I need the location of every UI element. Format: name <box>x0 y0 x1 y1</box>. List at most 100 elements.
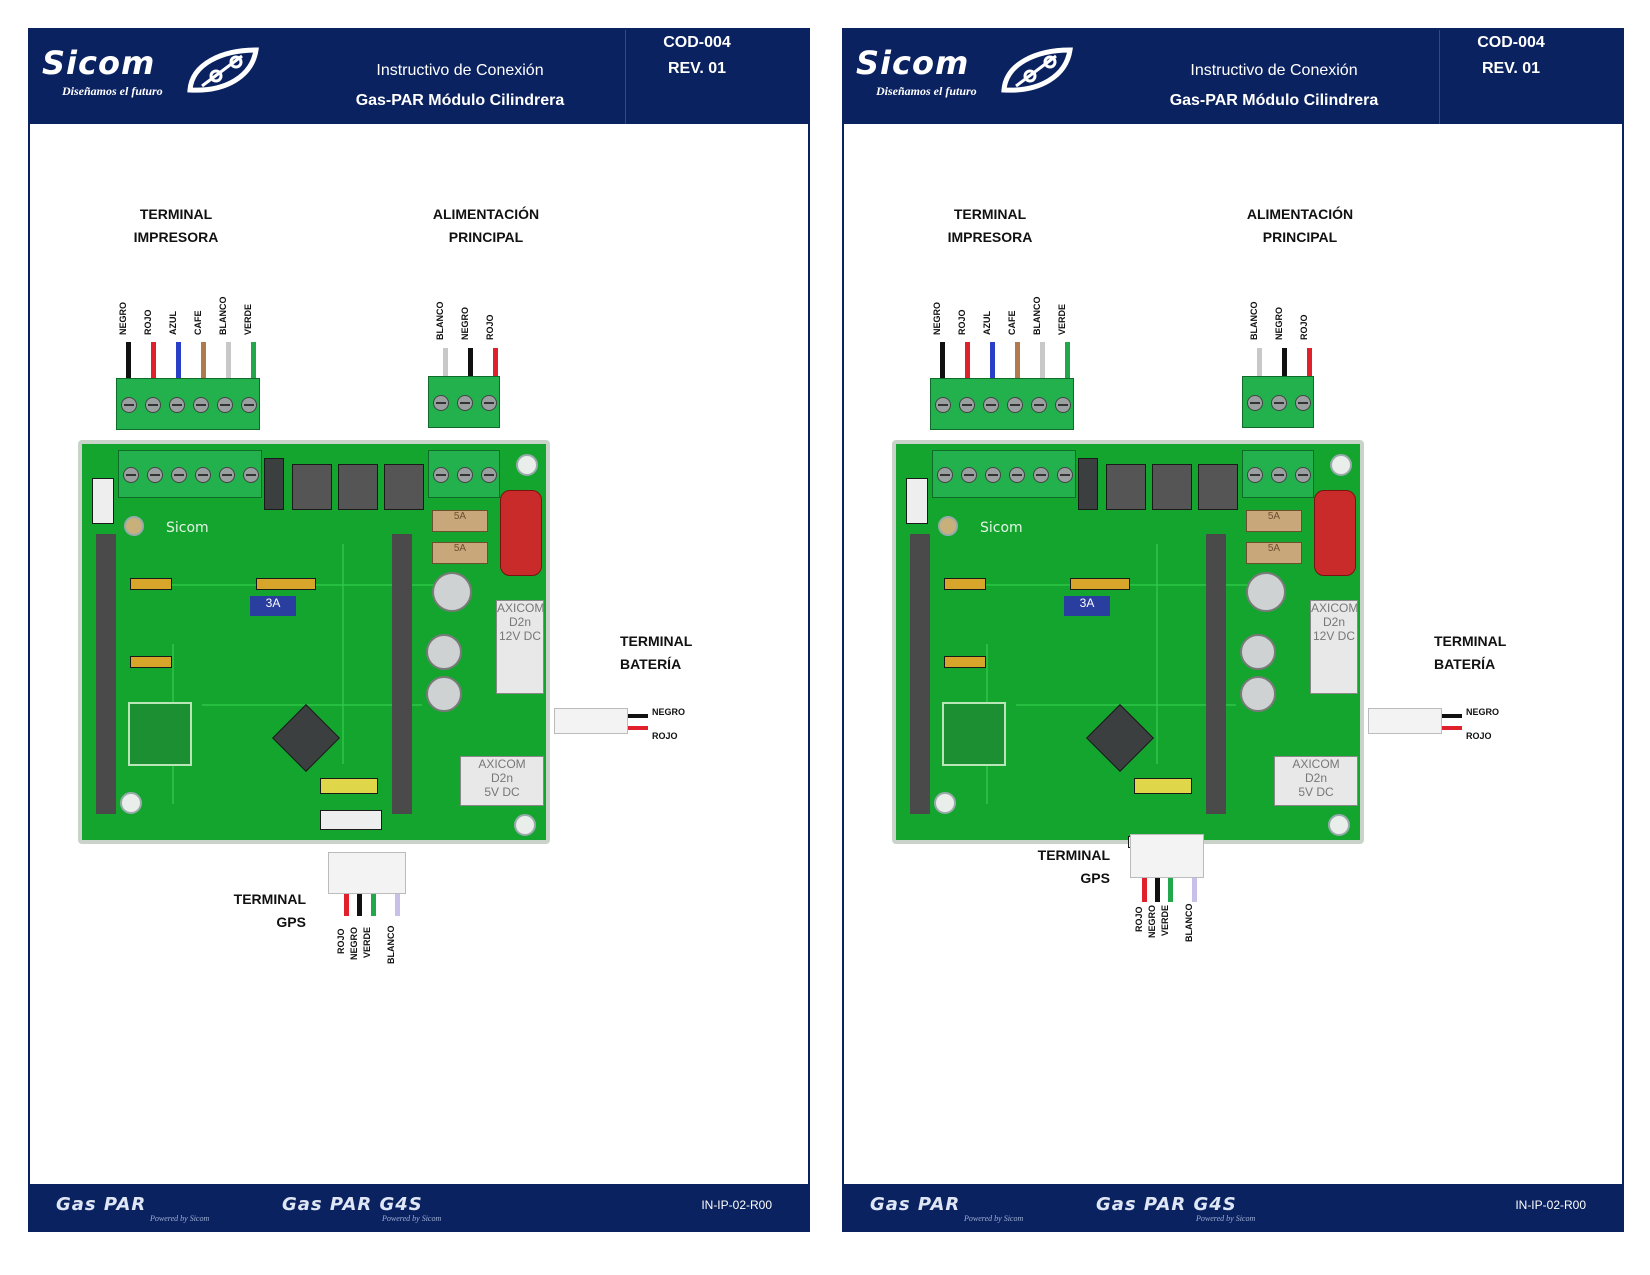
power-label-negro: NEGRO <box>460 306 470 340</box>
battery-label-negro: NEGRO <box>652 707 686 717</box>
printer-terminal-block <box>930 378 1074 430</box>
pcb-brand: Sicom <box>980 520 1023 536</box>
footer-doc-code: IN-IP-02-R00 <box>1515 1198 1586 1212</box>
power-label-blanco: BLANCO <box>435 301 445 341</box>
document-title: Gas-PAR Módulo Cilindrera <box>355 92 565 109</box>
wire-negro <box>126 342 131 380</box>
gaspar-logo: Gas PAR <box>870 1194 961 1215</box>
fuse-5a-1: 5A <box>432 510 488 532</box>
wire-label-azul: AZUL <box>982 311 992 335</box>
gps-wire-verde <box>371 894 376 916</box>
footer: Gas PAR Powered by Sicom Gas PAR G4S Pow… <box>30 1184 808 1230</box>
power-label-rojo: ROJO <box>485 314 495 340</box>
battery-label-rojo: ROJO <box>1466 731 1492 741</box>
gaspar-g4s-logo: Gas PAR G4S <box>282 1194 423 1215</box>
power-label-blanco: BLANCO <box>1249 301 1259 341</box>
page-left: Sicom Diseñamos el futuro Instructivo de… <box>28 28 810 1232</box>
fuse-3a: 3A <box>250 596 296 616</box>
leaf-icon <box>1001 47 1073 93</box>
gps-label-rojo: ROJO <box>336 928 346 954</box>
battery-wire-rojo <box>628 726 648 730</box>
pcb-board: 5A 5A Sicom 3A AXICOM D2n 12V DC AXICOM … <box>78 440 550 844</box>
gps-label-negro: NEGRO <box>349 926 359 960</box>
document-subtitle: Instructivo de Conexión <box>376 62 544 79</box>
document-subtitle: Instructivo de Conexión <box>1190 62 1358 79</box>
wire-label-verde: VERDE <box>1057 303 1067 335</box>
header: Sicom Diseñamos el futuro Instructivo de… <box>30 30 808 124</box>
fuse-3a: 3A <box>1064 596 1110 616</box>
gps-wire-negro <box>357 894 362 916</box>
gps-terminal-label: TERMINAL GPS <box>233 891 306 930</box>
battery-wire-negro <box>628 714 648 718</box>
printer-terminal-label: TERMINAL IMPRESORA <box>947 206 1033 245</box>
wire-label-rojo: ROJO <box>143 309 153 335</box>
wire-azul <box>990 342 995 380</box>
main-power-label: ALIMENTACIÓN PRINCIPAL <box>432 206 540 245</box>
wire-rojo <box>151 342 156 380</box>
battery-terminal-label: TERMINAL BATERÍA <box>620 633 693 672</box>
power-label-rojo: ROJO <box>1299 314 1309 340</box>
power-wire-blanco <box>443 348 448 378</box>
wire-cafe <box>201 342 206 380</box>
gps-terminal-label: TERMINAL GPS <box>1037 847 1110 886</box>
wire-verde <box>251 342 256 380</box>
printer-terminal-block <box>116 378 260 430</box>
gaspar-logo-sub: Powered by Sicom <box>150 1214 210 1223</box>
gaspar-g4s-logo-sub: Powered by Sicom <box>1196 1214 1256 1223</box>
printer-terminal-label: TERMINAL IMPRESORA <box>133 206 219 245</box>
sicom-logo: Sicom Diseñamos el futuro <box>856 44 1076 108</box>
gps-label-verde: VERDE <box>362 926 372 958</box>
revision: REV. 01 <box>1481 60 1541 77</box>
gps-wire-rojo <box>1142 878 1147 902</box>
battery-wire-negro <box>1442 714 1462 718</box>
wire-label-verde: VERDE <box>243 303 253 335</box>
footer: Gas PAR Powered by Sicom Gas PAR G4S Pow… <box>844 1184 1622 1230</box>
code-box: COD-004 REV. 01 <box>625 30 768 124</box>
wire-label-cafe: CAFE <box>193 310 203 336</box>
wire-label-blanco: BLANCO <box>1032 296 1042 336</box>
wire-label-negro: NEGRO <box>932 301 942 335</box>
power-terminal-block <box>428 376 500 428</box>
power-terminal-block <box>1242 376 1314 428</box>
wire-cafe <box>1015 342 1020 380</box>
gps-plug <box>328 852 406 894</box>
battery-wire-rojo <box>1442 726 1462 730</box>
pcb-board: 5A 5A Sicom 3A AXICOM D2n 12V DC AXICOM … <box>892 440 1364 848</box>
document-title: Gas-PAR Módulo Cilindrera <box>1169 92 1379 109</box>
gps-label-blanco: BLANCO <box>386 925 396 965</box>
wire-blanco <box>226 342 231 380</box>
pcb-printer-terminal <box>932 450 1076 498</box>
page-right: Sicom Diseñamos el futuro Instructivo de… <box>842 28 1624 1232</box>
wire-label-rojo: ROJO <box>957 309 967 335</box>
gps-wire-verde <box>1168 878 1173 902</box>
wire-verde <box>1065 342 1070 380</box>
relay-12v: AXICOM D2n 12V DC <box>496 600 544 694</box>
gps-wire-blanco <box>395 894 400 916</box>
gps-wire-rojo <box>344 894 349 916</box>
battery-plug <box>1368 708 1442 734</box>
fuse-5a-2: 5A <box>1246 542 1302 564</box>
pcb-power-terminal <box>428 450 500 498</box>
wire-blanco <box>1040 342 1045 380</box>
relay-5v: AXICOM D2n 5V DC <box>460 756 544 806</box>
gps-label-verde: VERDE <box>1160 904 1170 936</box>
code-box: COD-004 REV. 01 <box>1439 30 1582 124</box>
wire-azul <box>176 342 181 380</box>
main-power-label: ALIMENTACIÓN PRINCIPAL <box>1246 206 1354 245</box>
wire-label-azul: AZUL <box>168 311 178 335</box>
document-code: COD-004 <box>1477 34 1545 51</box>
fuse-5a-1: 5A <box>1246 510 1302 532</box>
gps-label-rojo: ROJO <box>1134 906 1144 932</box>
gps-label-negro: NEGRO <box>1147 904 1157 938</box>
power-wire-rojo <box>1307 348 1312 378</box>
battery-label-negro: NEGRO <box>1466 707 1500 717</box>
gps-wire-negro <box>1155 878 1160 902</box>
pcb-power-terminal <box>1242 450 1314 498</box>
battery-label-rojo: ROJO <box>652 731 678 741</box>
battery-plug <box>554 708 628 734</box>
wire-label-cafe: CAFE <box>1007 310 1017 336</box>
relay-12v: AXICOM D2n 12V DC <box>1310 600 1358 694</box>
sicom-logo: Sicom Diseñamos el futuro <box>42 44 262 108</box>
gps-wire-blanco <box>1192 878 1197 902</box>
wire-negro <box>940 342 945 380</box>
